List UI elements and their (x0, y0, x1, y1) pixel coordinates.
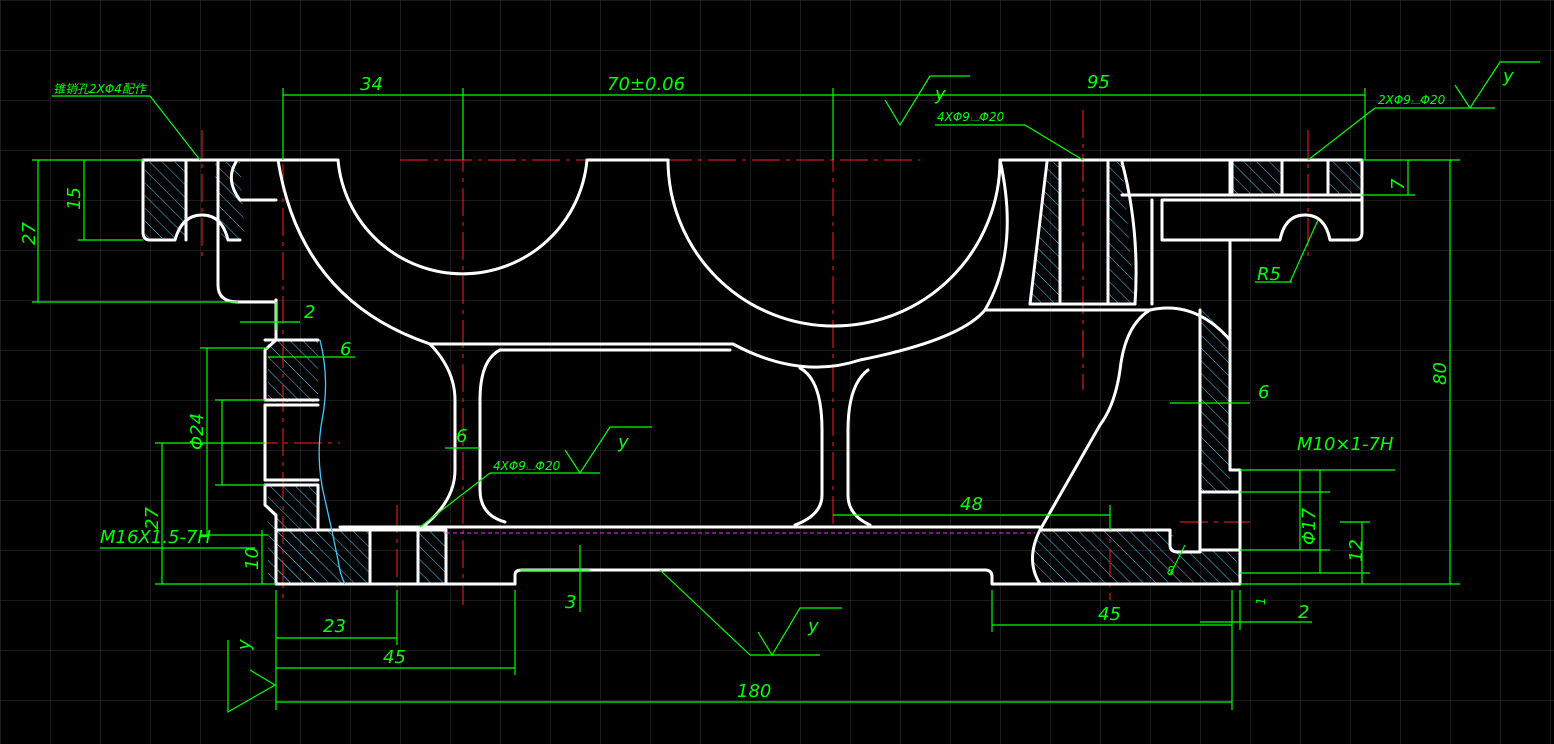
surface-mark-mid (564, 426, 652, 475)
surface-finish-symbols (227, 61, 1540, 714)
dim-23: 23 (323, 616, 346, 637)
surface-mark-bottom-mid (757, 607, 842, 657)
note-holes-right: 2XΦ9⌴Φ20 (1378, 93, 1446, 107)
annotation-texts: 锥销孔2XΦ4配作 4XΦ9⌴Φ20 4XΦ9⌴Φ20 2XΦ9⌴Φ20 y y… (53, 66, 1514, 651)
dim-80: 80 (1430, 362, 1451, 385)
dim-r5: R5 (1257, 264, 1281, 285)
dim-48: 48 (960, 494, 983, 515)
note-taper-pin: 锥销孔2XΦ4配作 (53, 82, 148, 96)
dim-phi17: Φ17 (1299, 507, 1320, 545)
dim-7: 7 (1388, 178, 1409, 190)
surface-label-top-right: y (1502, 66, 1514, 87)
dim-34: 34 (360, 74, 383, 95)
surface-label-bottom-left: y (234, 639, 255, 651)
break-line (318, 339, 346, 585)
dim-3: 3 (565, 592, 576, 613)
dim-8: 8 (1167, 564, 1175, 578)
dim-70: 70±0.06 (607, 74, 685, 95)
surface-mark-top-mid (884, 75, 970, 127)
dim-27-low: 27 (142, 507, 163, 530)
surface-label-bottom-mid: y (807, 616, 819, 637)
surface-mark-top-right (1454, 61, 1540, 110)
dim-m16: M16X1.5-7H (100, 527, 211, 548)
dim-phi24: Φ24 (187, 413, 208, 450)
dim-2-left: 2 (304, 302, 315, 323)
dim-10: 10 (242, 547, 263, 570)
dim-45-right: 45 (1098, 604, 1121, 625)
dim-27: 27 (19, 222, 40, 245)
surface-label-top-mid: y (934, 84, 946, 105)
dim-12: 12 (1346, 539, 1367, 562)
part-outline (141, 158, 1364, 586)
dim-6-left: 6 (340, 339, 351, 360)
note-holes-mid: 4XΦ9⌴Φ20 (493, 459, 561, 473)
dim-6-mid: 6 (456, 426, 467, 447)
dim-1: 1 (1254, 597, 1268, 605)
dim-15: 15 (64, 187, 85, 210)
dim-45-left: 45 (383, 647, 406, 668)
dim-m10: M10×1-7H (1297, 434, 1394, 455)
surface-label-mid: y (617, 432, 629, 453)
dim-6-right: 6 (1258, 382, 1269, 403)
surface-mark-bottom-left (227, 640, 277, 714)
dimension-texts: 34 70±0.06 95 27 15 2 6 Φ24 27 10 M16X1.… (19, 72, 1451, 702)
dimension-lines (32, 88, 1495, 710)
dim-95: 95 (1087, 72, 1110, 93)
note-holes-top: 4XΦ9⌴Φ20 (937, 110, 1005, 124)
dim-2-right: 2 (1298, 602, 1309, 623)
dim-180: 180 (737, 681, 771, 702)
